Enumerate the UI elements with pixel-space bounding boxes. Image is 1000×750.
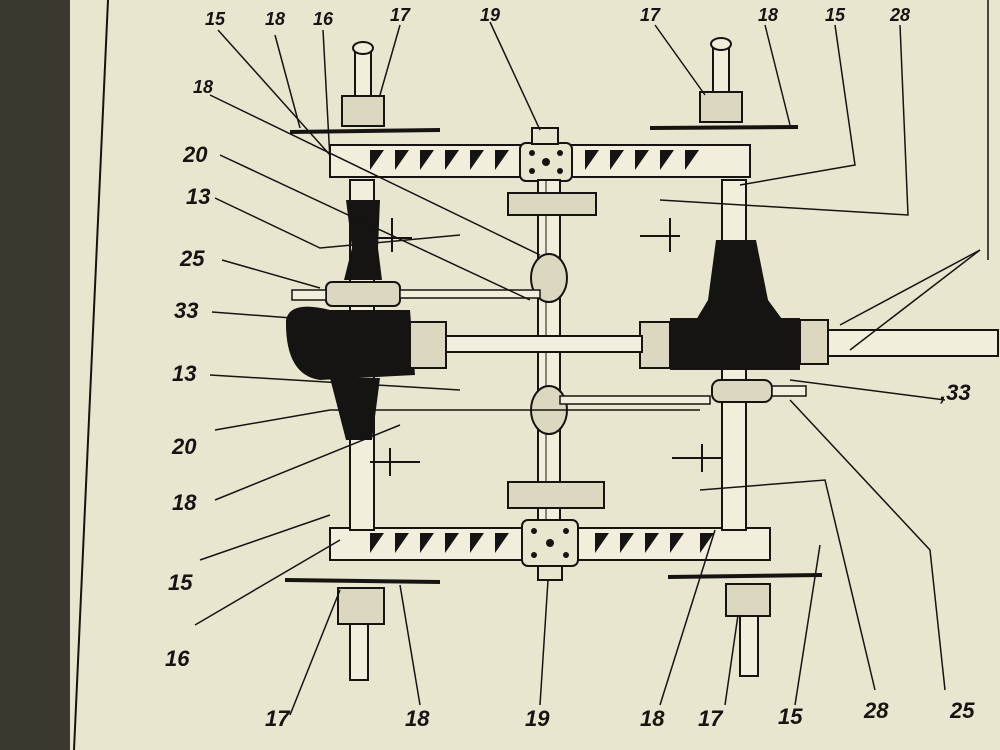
right-column bbox=[639, 179, 800, 531]
callout-bottom-17-left: 17 bbox=[265, 706, 290, 731]
callout-right-33: ,33 bbox=[940, 380, 971, 405]
callout-bottom-17-right: 17 bbox=[698, 706, 723, 731]
leader-lines bbox=[194, 21, 981, 716]
callout-left-13-lower: 13 bbox=[172, 361, 197, 386]
callout-left-20-lower: 20 bbox=[172, 434, 197, 459]
callout-bottom-18-right: 18 bbox=[640, 706, 665, 731]
top-frame-beam bbox=[329, 127, 751, 182]
callout-left-20-upper: 20 bbox=[183, 142, 208, 167]
callout-top-15-right: 15 bbox=[825, 5, 846, 25]
left-column bbox=[285, 179, 447, 531]
bottom-frame-beam bbox=[329, 519, 771, 581]
paper-page bbox=[70, 0, 1000, 750]
callout-bottom-15: 15 bbox=[778, 704, 803, 729]
page-border-line bbox=[73, 0, 109, 750]
callout-bottom-28: 28 bbox=[864, 698, 889, 723]
callout-left-16-lower: 16 bbox=[165, 646, 190, 671]
callout-left-13-upper: 13 bbox=[186, 184, 211, 209]
callout-top-28: 28 bbox=[890, 5, 911, 25]
callout-top-19: 19 bbox=[480, 5, 501, 25]
callout-top-18-left: 18 bbox=[265, 9, 286, 29]
top-left-hub bbox=[289, 41, 441, 134]
callout-bottom-25: 25 bbox=[950, 698, 975, 723]
small-clamps bbox=[370, 218, 722, 476]
bottom-right-hub bbox=[667, 573, 823, 677]
callout-left-18: 18 bbox=[193, 77, 214, 97]
callout-top-16: 16 bbox=[313, 9, 334, 29]
callout-top-17-left: 17 bbox=[390, 5, 411, 25]
bottom-left-hub bbox=[284, 578, 441, 681]
callout-left-18-lower: 18 bbox=[172, 490, 197, 515]
callout-top-18-right: 18 bbox=[758, 5, 779, 25]
callout-top-17-right: 17 bbox=[640, 5, 661, 25]
callout-left-15-lower: 15 bbox=[168, 570, 193, 595]
horizontal-axle bbox=[291, 289, 999, 405]
callout-bottom-19: 19 bbox=[525, 706, 550, 731]
top-right-hub bbox=[649, 37, 799, 130]
callout-left-33: 33 bbox=[174, 298, 199, 323]
callout-top-15-left: 15 bbox=[205, 9, 226, 29]
callout-bottom-18-left: 18 bbox=[405, 706, 430, 731]
callout-left-25: 25 bbox=[180, 246, 205, 271]
